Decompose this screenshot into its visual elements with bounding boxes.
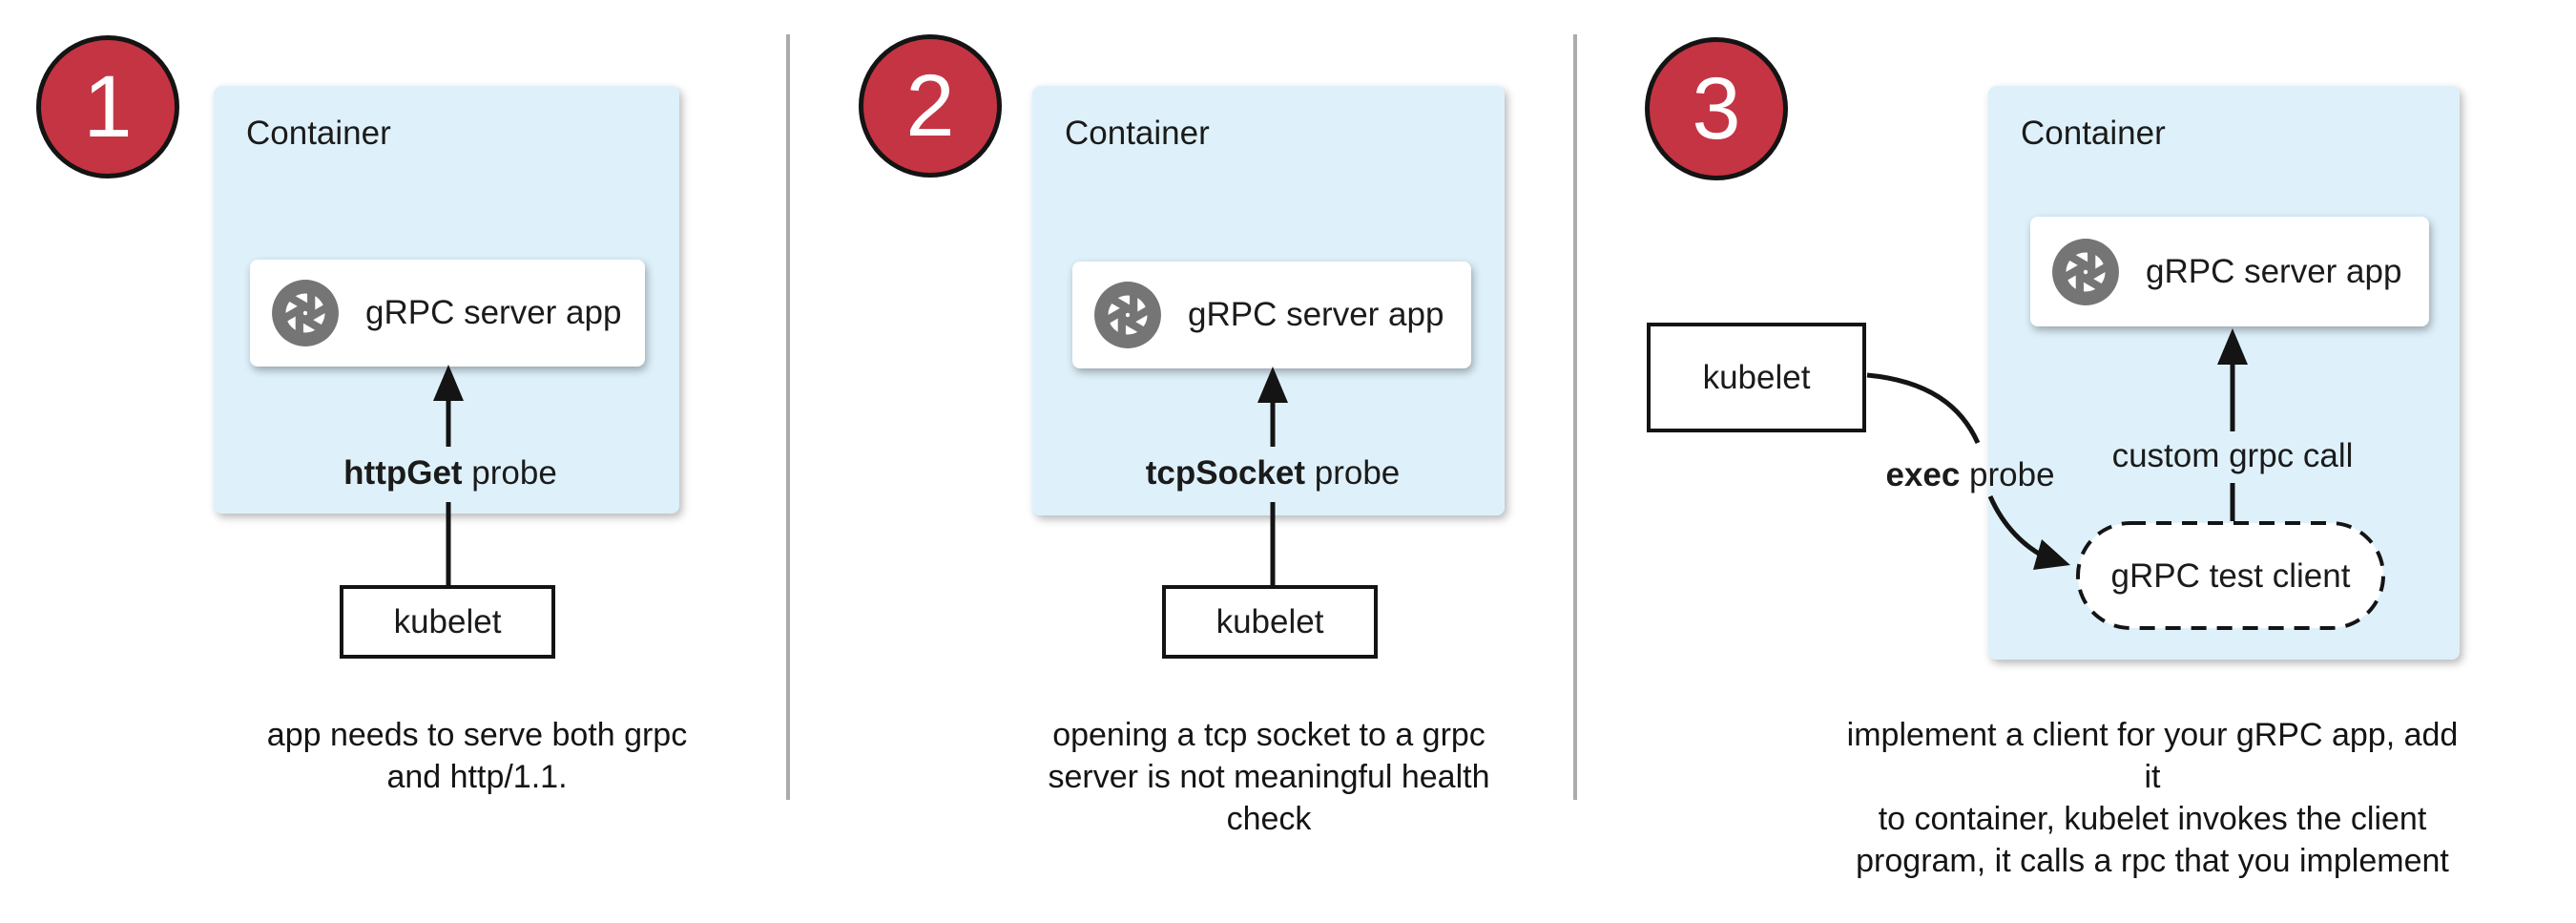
custom-grpc-call-text: custom grpc call	[2111, 437, 2354, 474]
grpc-server-app-label: gRPC server app	[365, 294, 622, 331]
step-badge-3: 3	[1645, 37, 1788, 180]
custom-grpc-call-label: custom grpc call	[2070, 437, 2395, 475]
caption-line: check	[1226, 801, 1312, 837]
grpc-server-app-box-3: gRPC server app	[2030, 217, 2429, 326]
step-badge-2: 2	[859, 34, 1002, 178]
kubelet-box-1: kubelet	[340, 585, 555, 659]
container-label-3: Container	[2021, 115, 2166, 152]
probe-label-1: httpGet probe	[307, 454, 593, 493]
probe-type: httpGet	[343, 454, 463, 492]
caption-line: and http/1.1.	[386, 759, 568, 795]
container-label-2: Container	[1065, 115, 1210, 152]
container-label-1: Container	[246, 115, 391, 152]
caption-line: program, it calls a rpc that you impleme…	[1856, 843, 2449, 879]
caption-line: server is not meaningful health	[1048, 759, 1490, 795]
probe-word: probe	[1305, 454, 1401, 492]
caption-line: app needs to serve both grpc	[266, 717, 688, 753]
grpc-aperture-icon	[1094, 282, 1161, 348]
probe-word: probe	[1960, 456, 2055, 493]
probe-label-2: tcpSocket probe	[1130, 454, 1416, 493]
probe-word: probe	[462, 454, 557, 492]
panel-divider-2	[1573, 34, 1577, 800]
grpc-server-app-label: gRPC server app	[1188, 296, 1444, 333]
caption-line: implement a client for your gRPC app, ad…	[1846, 717, 2459, 795]
kubelet-label: kubelet	[393, 602, 502, 640]
kubelet-label: kubelet	[1702, 358, 1811, 396]
grpc-server-app-box-1: gRPC server app	[250, 260, 645, 367]
kubelet-box-2: kubelet	[1162, 585, 1378, 659]
grpc-server-app-label: gRPC server app	[2146, 252, 2402, 290]
grpc-test-client-label: gRPC test client	[2076, 557, 2385, 596]
caption-1: app needs to serve both grpc and http/1.…	[219, 714, 735, 798]
step-badge-1: 1	[36, 35, 179, 178]
step-number: 2	[905, 57, 955, 155]
exec-probe-curve-upper	[1866, 372, 1981, 445]
caption-2: opening a tcp socket to a grpc server is…	[1011, 714, 1527, 840]
kubelet-box-3: kubelet	[1647, 323, 1866, 432]
probe-type: tcpSocket	[1145, 454, 1306, 492]
grpc-test-client-text: gRPC test client	[2110, 557, 2351, 595]
caption-line: opening a tcp socket to a grpc	[1052, 717, 1485, 753]
grpc-server-app-box-2: gRPC server app	[1072, 262, 1471, 368]
exec-probe-label: exec probe	[1827, 456, 2113, 494]
probe-type: exec	[1885, 456, 1961, 493]
caption-line: to container, kubelet invokes the client	[1878, 801, 2427, 837]
step-number: 1	[83, 58, 133, 156]
kubelet-label: kubelet	[1215, 602, 1324, 640]
panel-divider-1	[786, 34, 790, 800]
caption-3: implement a client for your gRPC app, ad…	[1838, 714, 2467, 882]
grpc-aperture-icon	[2052, 238, 2119, 305]
grpc-aperture-icon	[272, 280, 339, 346]
step-number: 3	[1692, 60, 1741, 157]
